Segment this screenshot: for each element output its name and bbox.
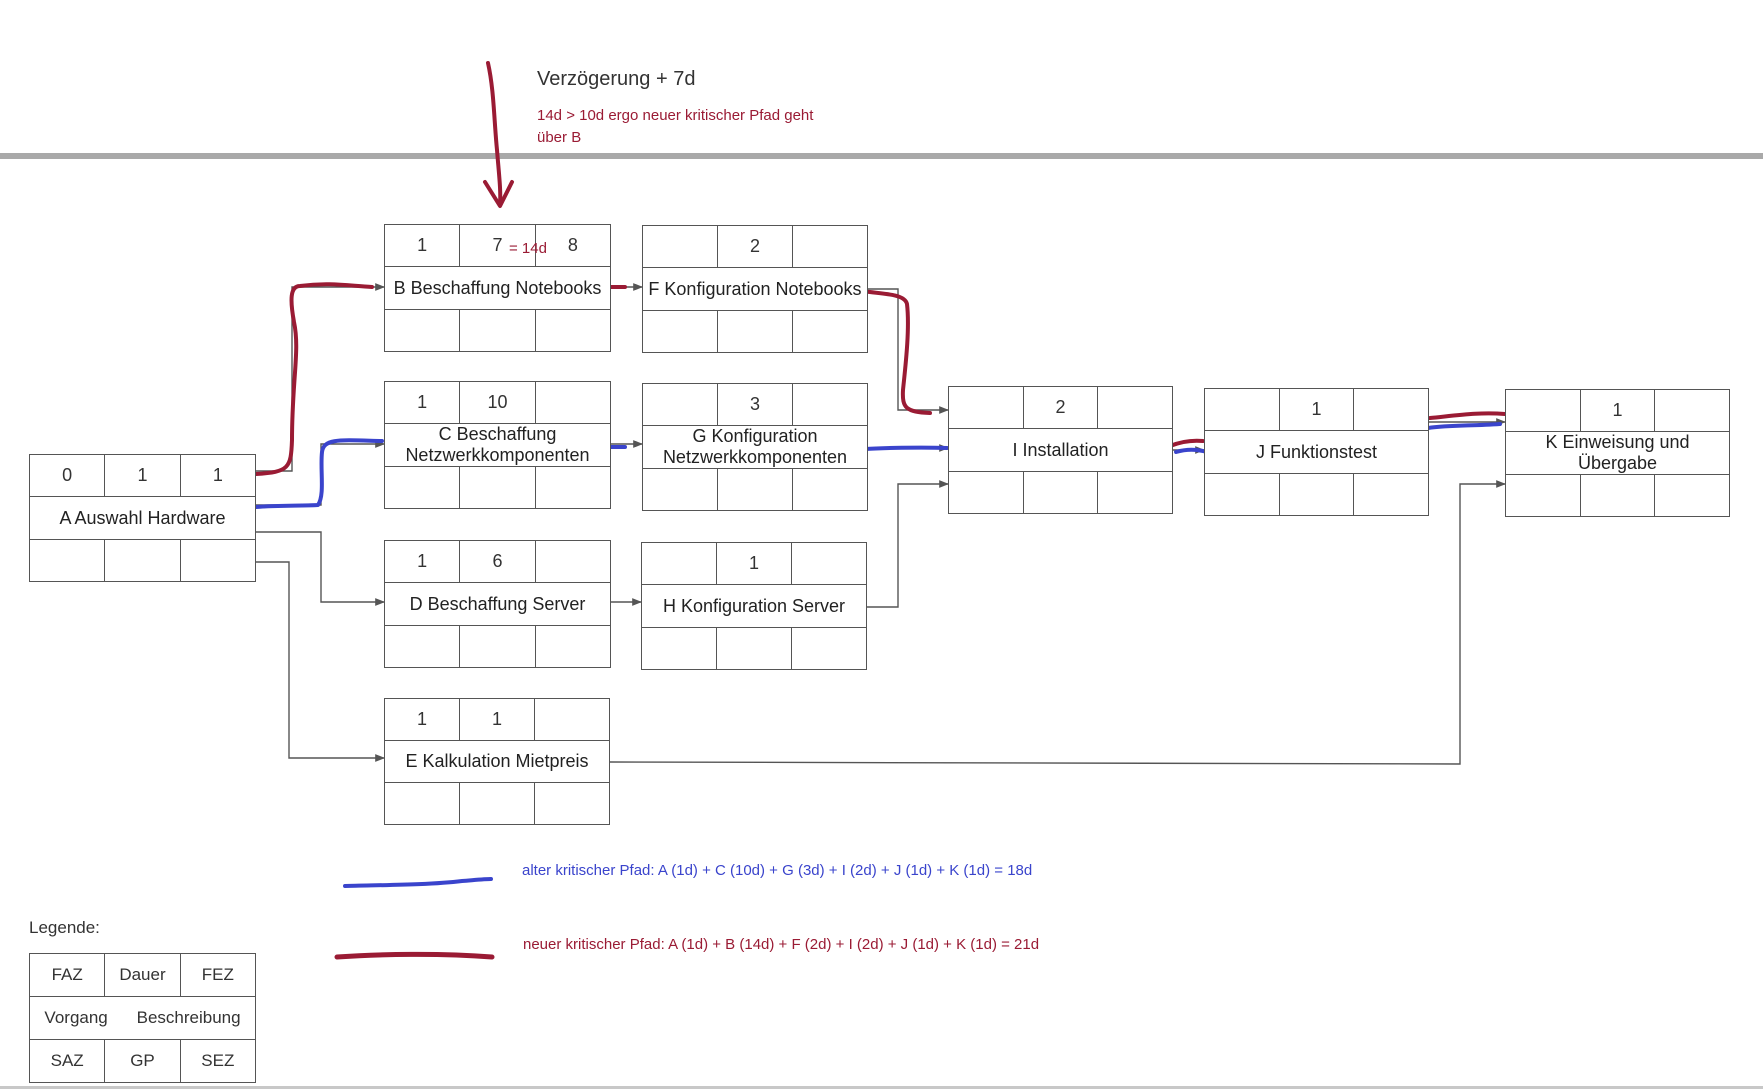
node-j-fez bbox=[1353, 389, 1428, 430]
old-critical-path-text: alter kritischer Pfad: A (1d) + C (10d) … bbox=[522, 862, 1033, 879]
delay-note-line1: 14d > 10d ergo neuer kritischer Pfad geh… bbox=[537, 107, 814, 124]
red-legend-stroke bbox=[334, 951, 495, 960]
node-k-dauer: 1 bbox=[1579, 390, 1655, 431]
node-b-dauer: 7 bbox=[459, 225, 534, 266]
legend-box: FAZ Dauer FEZ Vorgang Beschreibung SAZ G… bbox=[29, 953, 256, 1083]
node-b-fez: 8 bbox=[534, 225, 610, 266]
node-e: 1 1 E Kalkulation Mietpreis bbox=[384, 698, 610, 825]
node-h-label: H Konfiguration Server bbox=[662, 595, 846, 616]
edge-f-i bbox=[868, 288, 949, 414]
node-j: 1 J Funktionstest bbox=[1204, 388, 1429, 516]
red-path-j-k bbox=[1428, 411, 1507, 420]
node-e-faz: 1 bbox=[416, 709, 427, 729]
node-d-label: D Beschaffung Server bbox=[409, 593, 586, 614]
delay-note-line2: über B bbox=[537, 129, 582, 146]
legend-vorgang: Vorgang bbox=[44, 1008, 108, 1027]
edge-h-i bbox=[867, 480, 949, 608]
node-d: 1 6 D Beschaffung Server bbox=[384, 540, 611, 668]
node-i-fez bbox=[1097, 387, 1172, 428]
node-h-fez bbox=[791, 543, 866, 584]
node-f-fez bbox=[792, 226, 867, 267]
node-e-dauer: 1 bbox=[459, 699, 534, 740]
edge-a-e bbox=[256, 561, 385, 762]
top-separator bbox=[0, 153, 1763, 159]
node-g-dauer: 3 bbox=[717, 384, 792, 425]
node-f: 2 F Konfiguration Notebooks bbox=[642, 225, 868, 353]
node-h: 1 H Konfiguration Server bbox=[641, 542, 867, 670]
node-g-faz bbox=[643, 384, 717, 425]
node-e-label: E Kalkulation Mietpreis bbox=[405, 751, 589, 771]
edge-a-d bbox=[256, 531, 385, 606]
node-d-dauer: 6 bbox=[459, 541, 534, 582]
legend-sez: SEZ bbox=[179, 1040, 255, 1082]
node-h-dauer: 1 bbox=[716, 543, 791, 584]
red-arrow-head bbox=[483, 180, 514, 208]
node-e-fez bbox=[534, 699, 609, 740]
connectors bbox=[256, 283, 1506, 765]
new-critical-path bbox=[254, 61, 1507, 476]
node-j-dauer: 1 bbox=[1278, 389, 1354, 430]
node-i: 2 I Installation bbox=[948, 386, 1173, 514]
node-i-dauer: 2 bbox=[1022, 387, 1098, 428]
legend-saz: SAZ bbox=[50, 1051, 84, 1070]
legend-dauer: Dauer bbox=[104, 954, 179, 996]
node-f-label: F Konfiguration Notebooks bbox=[648, 278, 862, 299]
legend-faz: FAZ bbox=[51, 965, 83, 984]
new-critical-path-text: neuer kritischer Pfad: A (1d) + B (14d) … bbox=[523, 936, 1040, 953]
edge-e-k bbox=[609, 480, 1506, 765]
bottom-separator bbox=[0, 1086, 1763, 1089]
blue-path-a-c bbox=[254, 438, 384, 509]
blue-path-j-k bbox=[1426, 422, 1502, 430]
node-d-fez bbox=[534, 541, 610, 582]
legend-fez: FEZ bbox=[179, 954, 255, 996]
node-b-faz: 1 bbox=[417, 235, 428, 255]
node-c-faz: 1 bbox=[417, 392, 428, 412]
node-d-faz: 1 bbox=[417, 551, 428, 571]
legend-beschreibung: Beschreibung bbox=[136, 1008, 241, 1027]
node-i-label: I Installation bbox=[1012, 439, 1109, 460]
red-path-f-i bbox=[858, 289, 932, 415]
node-j-faz bbox=[1205, 389, 1279, 430]
node-k-faz bbox=[1506, 390, 1580, 431]
blue-path-g-i bbox=[863, 445, 949, 451]
node-i-faz bbox=[949, 387, 1023, 428]
red-arrow-shaft bbox=[486, 61, 503, 207]
legend-title: Legende: bbox=[29, 918, 100, 937]
node-f-dauer: 2 bbox=[717, 226, 792, 267]
delay-annotation: = 14d bbox=[509, 240, 547, 257]
node-a-dauer: 1 bbox=[104, 455, 179, 496]
delay-title: Verzögerung + 7d bbox=[537, 68, 696, 90]
node-f-faz bbox=[643, 226, 717, 267]
node-h-faz bbox=[642, 543, 716, 584]
red-path-a-b bbox=[254, 282, 374, 476]
node-g-fez bbox=[792, 384, 867, 425]
red-path-i-j bbox=[1168, 438, 1205, 448]
node-c-fez bbox=[534, 382, 610, 423]
blue-legend-stroke bbox=[343, 877, 493, 888]
legend-gp: GP bbox=[104, 1040, 179, 1082]
node-j-label: J Funktionstest bbox=[1255, 441, 1378, 462]
node-a-faz: 0 bbox=[62, 465, 73, 485]
node-k-fez bbox=[1654, 390, 1729, 431]
node-a-fez: 1 bbox=[179, 455, 255, 496]
node-c-dauer: 10 bbox=[459, 382, 534, 423]
node-a-label: A Auswahl Hardware bbox=[59, 507, 226, 528]
node-b-label: B Beschaffung Notebooks bbox=[393, 277, 602, 298]
